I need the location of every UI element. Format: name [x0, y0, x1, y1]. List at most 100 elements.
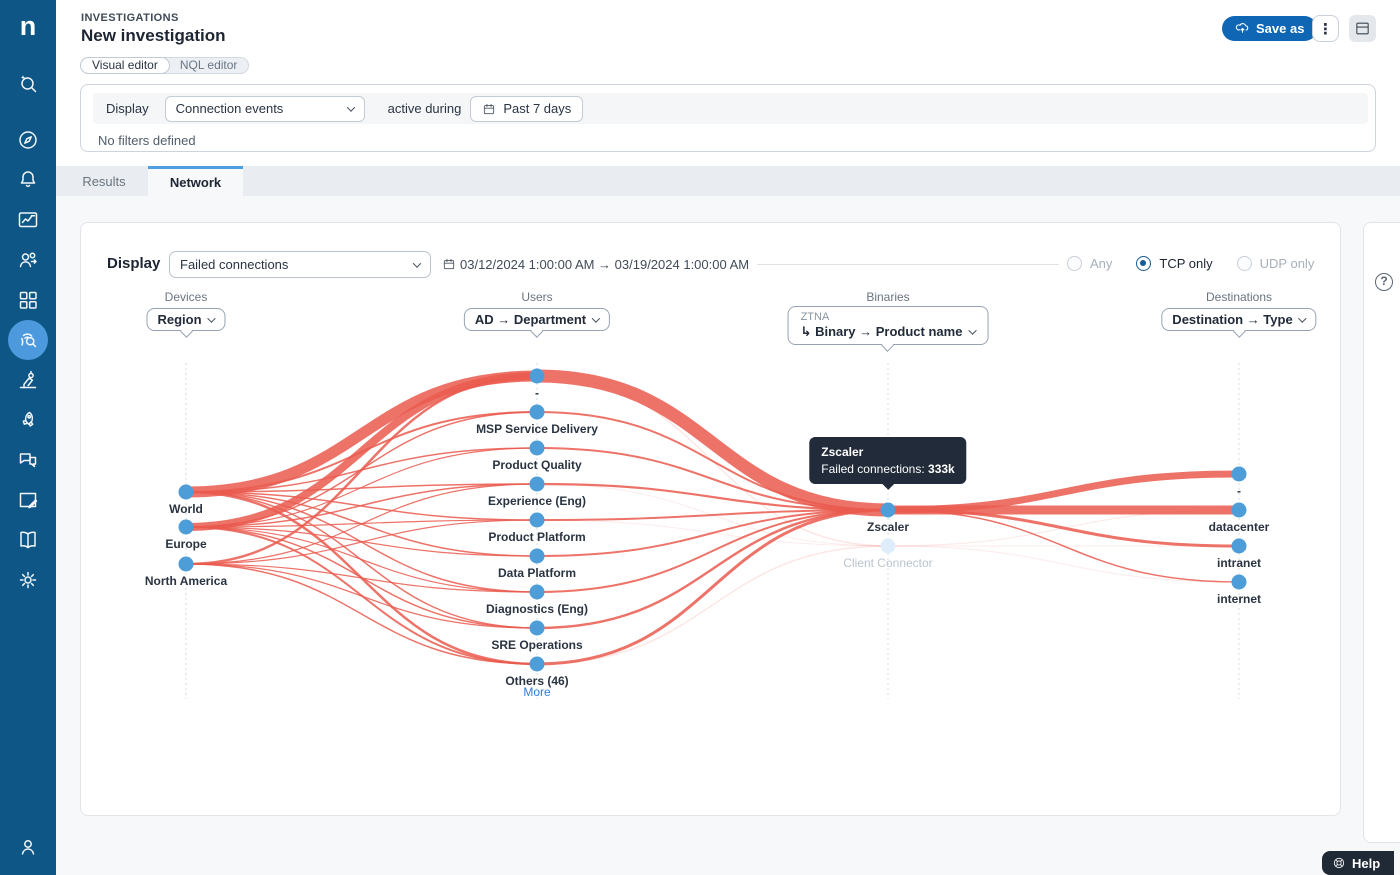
svg-text:SRE Operations: SRE Operations	[491, 638, 583, 652]
column-title-destinations: Destinations	[1205, 290, 1273, 304]
radio-circle	[1067, 256, 1082, 271]
network-visualization-card: Display Failed connections 03/12/2024 1:…	[80, 222, 1341, 816]
svg-text:North America: North America	[145, 574, 228, 588]
engage-chat-icon[interactable]	[16, 448, 40, 472]
layout-panel-button[interactable]	[1349, 15, 1376, 42]
rocket-icon[interactable]	[16, 408, 40, 432]
node-intranet	[1231, 538, 1247, 554]
users-grouping-select[interactable]: AD → Department	[463, 308, 611, 338]
node-datacenter	[1231, 502, 1247, 518]
devices-grouping-select[interactable]: Region	[146, 308, 226, 338]
node-others	[529, 656, 545, 672]
active-nav-highlight	[8, 320, 48, 360]
column-title-binaries: Binaries	[866, 290, 910, 304]
radio-circle-selected	[1136, 256, 1152, 271]
help-circle-icon[interactable]: ?	[1375, 273, 1393, 291]
network-display-label: Display	[107, 255, 161, 272]
bell-icon[interactable]	[16, 168, 40, 192]
sidebar: n	[0, 0, 56, 875]
page-title: New investigation	[81, 26, 226, 45]
radio-tcp-only[interactable]: TCP only	[1136, 256, 1213, 271]
settings-gear-icon[interactable]	[16, 568, 40, 592]
radio-any[interactable]: Any	[1067, 256, 1112, 271]
split-panel-icon	[1356, 22, 1369, 35]
more-actions-button[interactable]: ⋮	[1312, 15, 1339, 42]
svg-text:Europe: Europe	[165, 537, 207, 551]
node-europe	[178, 519, 194, 535]
node-product_quality	[529, 440, 545, 456]
destinations-grouping-select[interactable]: Destination → Type	[1161, 308, 1317, 338]
svg-text:internet: internet	[1217, 592, 1261, 606]
metric-select[interactable]: Failed connections	[169, 251, 431, 278]
ai-search-icon[interactable]	[16, 72, 40, 96]
investigations-icon[interactable]	[16, 328, 40, 352]
chevron-down-icon	[207, 313, 216, 323]
lifebuoy-icon	[1333, 857, 1345, 869]
save-as-button[interactable]: Save as	[1222, 16, 1318, 41]
nql-editor-tab[interactable]: NQL editor	[179, 58, 238, 72]
query-builder-panel: Display Connection events active during …	[80, 84, 1376, 152]
event-type-select[interactable]: Connection events	[164, 95, 365, 122]
node-data_platform	[529, 548, 545, 564]
workspace-edit-icon[interactable]	[16, 488, 40, 512]
employees-icon[interactable]	[16, 248, 40, 272]
binaries-grouping-select[interactable]: ZTNA ↳ Binary → Product name	[787, 306, 989, 352]
visual-editor-tab[interactable]: Visual editor	[80, 57, 170, 74]
node-u_blank	[529, 368, 545, 384]
svg-text:Zscaler: Zscaler	[867, 520, 909, 534]
svg-text:Data Platform: Data Platform	[498, 566, 576, 580]
protocol-radio-group: Any TCP only UDP only	[1067, 256, 1314, 271]
node-client_connector	[880, 538, 896, 554]
tooltip-title: Zscaler	[821, 445, 864, 459]
more-link[interactable]: More	[523, 685, 551, 699]
svg-text:Client Connector: Client Connector	[843, 556, 932, 570]
radio-udp-only[interactable]: UDP only	[1236, 256, 1314, 271]
chevron-down-icon	[968, 326, 977, 335]
node-world	[178, 484, 194, 500]
tab-network[interactable]: Network	[148, 166, 243, 196]
query-row: Display Connection events active during …	[93, 93, 1368, 124]
node-zscaler	[880, 502, 896, 518]
results-network-tabbar: Results Network	[56, 166, 1400, 196]
node-diagnostics_eng	[529, 584, 545, 600]
editor-toggle: Visual editor NQL editor	[80, 57, 250, 74]
account-person-icon[interactable]	[16, 835, 40, 859]
node-north_america	[178, 556, 194, 572]
svg-text:-: -	[535, 386, 539, 400]
toolbar-divider	[757, 264, 1059, 265]
svg-text:Product Platform: Product Platform	[488, 530, 585, 544]
time-range-button[interactable]: Past 7 days	[470, 95, 584, 122]
dashboards-icon[interactable]	[16, 208, 40, 232]
node-msp	[529, 404, 545, 420]
svg-text:MSP Service Delivery: MSP Service Delivery	[476, 422, 598, 436]
side-panel: ?	[1363, 222, 1400, 843]
nexthink-logo[interactable]: n	[19, 11, 37, 41]
library-book-icon[interactable]	[16, 528, 40, 552]
node-d_blank	[1231, 466, 1247, 482]
applications-grid-icon[interactable]	[16, 288, 40, 312]
node-sre_operations	[529, 620, 545, 636]
display-label: Display	[106, 101, 149, 116]
tab-results[interactable]: Results	[82, 173, 126, 189]
node-tooltip: Zscaler Failed connections: 333k	[809, 437, 967, 490]
compass-icon[interactable]	[16, 128, 40, 152]
calendar-icon	[484, 103, 495, 114]
node-product_platform	[529, 512, 545, 528]
help-button[interactable]: Help	[1322, 851, 1395, 875]
automation-arm-icon[interactable]	[16, 368, 40, 392]
active-during-label: active during	[387, 101, 462, 116]
chevron-down-icon	[346, 102, 355, 112]
node-experience_eng	[529, 476, 545, 492]
svg-text:Diagnostics (Eng): Diagnostics (Eng)	[486, 602, 588, 616]
column-title-devices: Devices	[164, 290, 208, 304]
column-title-users: Users	[521, 290, 553, 304]
node-internet	[1231, 574, 1247, 590]
svg-text:Product Quality: Product Quality	[492, 458, 582, 472]
radio-circle	[1236, 256, 1252, 271]
svg-text:Others (46): Others (46)	[505, 674, 568, 688]
svg-text:-: -	[1237, 484, 1241, 498]
chevron-down-icon	[591, 313, 601, 323]
no-filters-text: No filters defined	[98, 133, 196, 148]
